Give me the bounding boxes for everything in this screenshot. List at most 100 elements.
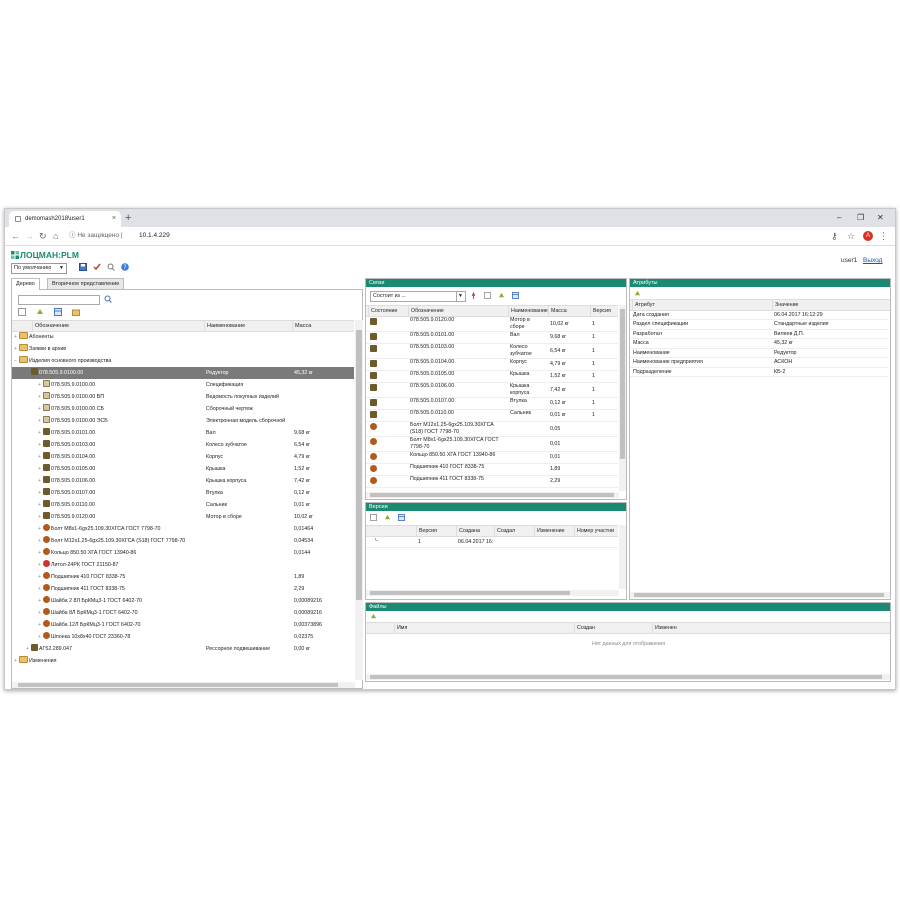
expand-icon[interactable]: + — [38, 406, 41, 412]
scroll-thumb[interactable] — [620, 309, 625, 459]
browser-tab[interactable]: demomash2018\user1 × — [9, 211, 121, 227]
collapse-icon[interactable]: − — [14, 358, 17, 364]
url-field[interactable]: 10.1.4.229 — [139, 232, 170, 239]
col-mass[interactable]: Масса — [292, 321, 311, 331]
table-view-icon[interactable] — [512, 292, 519, 299]
menu-kebab-icon[interactable]: ⋮ — [879, 231, 888, 241]
expand-icon[interactable]: + — [38, 418, 41, 424]
expand-icon[interactable]: + — [38, 538, 41, 544]
maximize-button[interactable]: ❐ — [857, 213, 865, 222]
table-row[interactable]: +Абоненты — [12, 331, 354, 343]
scroll-thumb[interactable] — [18, 683, 338, 687]
expand-icon[interactable]: + — [38, 454, 41, 460]
col-mass[interactable]: Масса — [548, 306, 567, 316]
col-version[interactable]: Версия — [590, 306, 611, 316]
table-view-icon[interactable] — [398, 514, 405, 521]
table-row[interactable]: +Болт М8х1-6gх25.109.30ХГСА ГОСТ 7798-70… — [12, 523, 354, 535]
pin-icon[interactable] — [470, 292, 477, 299]
refresh-icon[interactable] — [384, 514, 391, 521]
new-tab-button[interactable]: + — [125, 212, 132, 224]
back-arrow-icon[interactable]: ← — [11, 231, 20, 241]
attributes-horizontal-scrollbar[interactable] — [630, 592, 890, 598]
expand-icon[interactable]: + — [38, 550, 41, 556]
table-row[interactable]: └ 1 06.04.2017 16: — [366, 537, 618, 548]
col-value[interactable]: Значение — [772, 300, 799, 310]
star-icon[interactable]: ☆ — [847, 231, 856, 241]
tree-horizontal-scrollbar[interactable] — [12, 682, 355, 688]
expand-icon[interactable]: + — [38, 574, 41, 580]
table-row[interactable]: Болт М12х1,25-6gх25.109.30ХГСА(S18) ГОСТ… — [366, 421, 618, 437]
expand-icon[interactable]: + — [38, 610, 41, 616]
expand-icon[interactable]: + — [38, 634, 41, 640]
col-change[interactable]: Изменение — [534, 526, 565, 536]
col-file-modified[interactable]: Изменен — [652, 623, 677, 633]
forward-arrow-icon[interactable]: → — [25, 231, 34, 241]
scroll-thumb[interactable] — [634, 593, 884, 597]
logout-link[interactable]: Выход — [863, 257, 883, 264]
col-name[interactable]: Наименование — [508, 306, 548, 316]
expand-icon[interactable]: + — [38, 442, 41, 448]
expand-icon[interactable]: + — [38, 514, 41, 520]
checkbox-icon[interactable] — [484, 292, 491, 299]
expand-icon[interactable]: + — [38, 478, 41, 484]
links-vertical-scrollbar[interactable] — [619, 305, 626, 491]
archive-icon[interactable] — [72, 308, 80, 316]
col-file-created[interactable]: Создан — [574, 623, 595, 633]
tab-secondary-view[interactable]: Вторичное представление — [47, 278, 125, 290]
table-row[interactable]: +Изменения — [12, 655, 354, 667]
links-filter-select[interactable]: Состоит из ...▼ — [370, 291, 466, 302]
files-horizontal-scrollbar[interactable] — [366, 674, 890, 680]
security-indicator[interactable]: ⓘ Не защищено | — [69, 232, 123, 239]
expand-icon[interactable]: + — [38, 598, 41, 604]
key-icon[interactable]: ⚷ — [831, 231, 838, 241]
table-view-icon[interactable] — [54, 308, 62, 316]
scroll-thumb[interactable] — [370, 493, 614, 497]
refresh-icon[interactable] — [634, 290, 641, 297]
expand-icon[interactable]: + — [38, 526, 41, 532]
expand-icon[interactable]: + — [38, 466, 41, 472]
col-file-name[interactable]: Имя — [394, 623, 407, 633]
col-participant-number[interactable]: Номер участни — [574, 526, 614, 536]
expand-icon[interactable]: + — [38, 586, 41, 592]
zoom-icon[interactable] — [107, 263, 115, 271]
reload-icon[interactable]: ↻ — [39, 231, 47, 241]
expand-icon[interactable]: + — [38, 502, 41, 508]
col-designation[interactable]: Обозначение — [32, 321, 69, 331]
expand-icon[interactable]: + — [14, 334, 17, 340]
table-row[interactable]: +Литол-24РК ГОСТ 21150-87 — [12, 559, 354, 571]
refresh-icon[interactable] — [370, 613, 377, 620]
checkbox-icon[interactable] — [18, 308, 26, 316]
refresh-icon[interactable] — [498, 292, 505, 299]
collapse-icon[interactable]: − — [26, 370, 29, 376]
expand-icon[interactable]: + — [38, 490, 41, 496]
save-icon[interactable] — [79, 263, 87, 271]
